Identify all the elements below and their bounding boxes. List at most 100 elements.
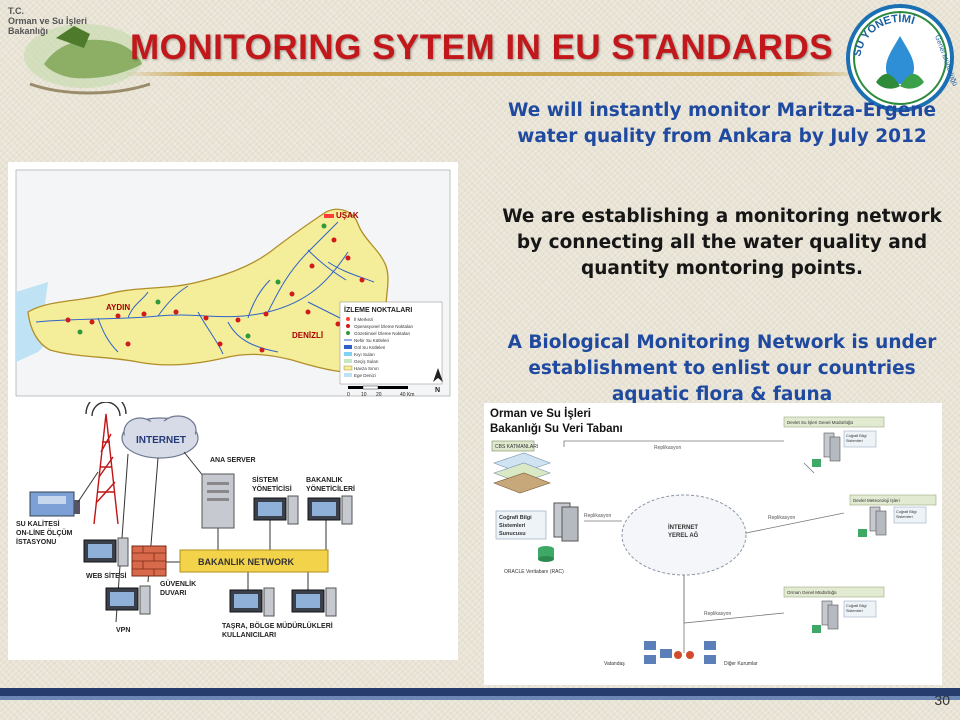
svg-text:0: 0 <box>347 392 350 398</box>
basin-map: UŞAK AYDIN DENİZLİ İZLEME NOKTALARI İl M… <box>8 162 458 402</box>
network-diagram: INTERNET SU KALİTESİ ON-LİNE ÖLÇÜM İSTAS… <box>8 393 458 660</box>
internet-label: INTERNET <box>136 435 186 446</box>
cbs-label: CBS KATMANLARI <box>495 444 538 450</box>
legend-item: İl Merkezi <box>354 316 373 322</box>
web-site-computer-icon <box>83 537 129 567</box>
dmi-node: Devlet Meteoroloji İşleri Coğrafi Bilgi … <box>849 494 937 537</box>
replikasyon-label: Replikasyon <box>654 445 681 451</box>
oracle-database-icon <box>538 546 554 562</box>
vatandas-label: Vatandaş <box>604 661 625 667</box>
svg-text:Orman Genel Müdürlüğü: Orman Genel Müdürlüğü <box>787 590 837 595</box>
sistem-label-1: SİSTEM <box>252 476 278 484</box>
city-marker-usak <box>324 214 334 218</box>
gis-layers-icon <box>493 452 551 494</box>
ministry-line3: Bakanlığı <box>8 26 49 36</box>
regional-user-computer-icon <box>291 587 337 617</box>
main-server-icon <box>201 473 235 529</box>
city-usak: UŞAK <box>336 211 359 220</box>
diger-kurumlar-label: Diğer Kurumlar <box>724 661 758 667</box>
svg-text:Sistemleri: Sistemleri <box>896 515 913 519</box>
svg-text:Sunucusu: Sunucusu <box>499 531 526 537</box>
paragraph-realtime-monitoring: We will instantly monitor Maritza-Ergene… <box>507 100 936 147</box>
footer-bar-accent <box>0 696 960 700</box>
replication-lines <box>563 440 845 653</box>
replikasyon-label: Replikasyon <box>704 611 731 617</box>
legend-item: Gözetimsel İzleme Noktaları <box>354 330 410 336</box>
vpn-label: VPN <box>116 627 130 634</box>
web-sitesi-label: WEB SİTESİ <box>86 572 127 580</box>
svg-text:Devlet Meteoroloji İşleri: Devlet Meteoroloji İşleri <box>853 497 900 503</box>
db-title-line1: Orman ve Su İşleri <box>490 407 591 420</box>
svg-text:10: 10 <box>361 392 367 398</box>
replikasyon-label: Replikasyon <box>584 513 611 519</box>
guvenlik-label-1: GÜVENLİK <box>160 579 196 588</box>
bakanlik-computer-icon <box>307 495 353 525</box>
paragraph-biological: A Biological Monitoring Network is under… <box>507 332 937 405</box>
city-denizli: DENİZLİ <box>292 331 323 340</box>
page-title: MONITORING SYTEM IN EU STANDARDS <box>130 28 834 67</box>
db-title-line2: Bakanlığı Su Veri Tabanı <box>490 423 623 435</box>
svg-text:Coğrafi Bilgi: Coğrafi Bilgi <box>499 515 532 521</box>
regional-user-computer-icon <box>229 587 275 617</box>
svg-text:YEREL AĞ: YEREL AĞ <box>668 531 699 539</box>
water-management-logo: SU YÖNETİMİ Genel Müdürlüğü <box>842 2 958 114</box>
svg-text:40 Km: 40 Km <box>400 392 414 398</box>
map-legend: İZLEME NOKTALARI İl Merkezi Operasyonel … <box>339 301 443 385</box>
ministry-line1: T.C. <box>8 6 25 16</box>
ministry-logo: T.C. Orman ve Su İşleri Bakanlığı <box>4 4 154 95</box>
legend-item: Nehir Su Kütleleri <box>354 338 389 343</box>
monitoring-points <box>65 237 365 353</box>
oracle-rac-label: ORACLE Veritabanı (RAC) <box>504 569 564 575</box>
svg-text:Sistemleri: Sistemleri <box>846 609 863 613</box>
svg-text:20: 20 <box>376 392 382 398</box>
footer-bar <box>0 688 960 696</box>
svg-text:Coğrafi Bilgi: Coğrafi Bilgi <box>846 604 867 608</box>
tasra-label-2: KULLANICILARI <box>222 632 276 639</box>
guvenlik-label-2: DUVARI <box>160 590 186 597</box>
bakanlik-label-2: YÖNETİCİLERİ <box>306 484 355 493</box>
station-label-1: SU KALİTESİ <box>16 520 60 528</box>
svg-text:N: N <box>435 387 440 394</box>
legend-item: Operasyonel İzleme Noktaları <box>354 323 413 329</box>
svg-text:Coğrafi Bilgi: Coğrafi Bilgi <box>896 510 917 514</box>
ministry-network-bar: BAKANLIK NETWORK <box>179 549 329 573</box>
legend-item: Ege Denizi <box>354 373 376 378</box>
ana-server-label: ANA SERVER <box>210 457 256 464</box>
svg-text:Sistemleri: Sistemleri <box>846 439 863 443</box>
citizen-users-icon <box>644 641 716 664</box>
scale-bar: 0 10 20 40 Km <box>347 385 414 398</box>
bakanlik-label-1: BAKANLIK <box>306 477 343 484</box>
legend-title: İZLEME NOKTALARI <box>344 306 412 314</box>
ministry-line2: Orman ve Su İşleri <box>8 16 88 26</box>
database-diagram: Orman ve Su İşleri Bakanlığı Su Veri Tab… <box>484 403 942 685</box>
sistem-yoneticisi-computer-icon <box>253 495 299 525</box>
legend-item: Havza Sınırı <box>354 366 379 371</box>
svg-text:Sistemleri: Sistemleri <box>499 523 526 529</box>
page-number: 30 <box>934 692 950 708</box>
monitoring-station-icon <box>29 491 80 517</box>
ministry-emblem <box>24 24 151 95</box>
replikasyon-label: Replikasyon <box>768 515 795 521</box>
firewall-icon <box>131 545 167 577</box>
north-arrow-icon: N <box>433 368 443 394</box>
legend-item: Geçiş Suları <box>354 359 379 364</box>
svg-text:Coğrafi Bilgi: Coğrafi Bilgi <box>846 434 867 438</box>
station-label-2: ON-LİNE ÖLÇÜM <box>16 528 73 537</box>
vpn-computer-icon <box>105 585 151 615</box>
legend-item: Kıyı Suları <box>354 352 375 357</box>
svg-text:BAKANLIK NETWORK: BAKANLIK NETWORK <box>198 557 294 567</box>
station-label-3: İSTASYONU <box>16 538 56 546</box>
basin-boundary <box>27 208 391 374</box>
tasra-label-1: TAŞRA, BÖLGE MÜDÜRLÜKLERİ <box>222 621 333 630</box>
ogm-node: Orman Genel Müdürlüğü Coğrafi Bilgi Sist… <box>783 586 885 633</box>
local-network-cloud-icon: İNTERNET YEREL AĞ <box>621 494 747 576</box>
title-underline <box>124 72 864 76</box>
gis-server-icon <box>553 502 579 542</box>
legend-item: Göl Su Kütleleri <box>354 345 385 350</box>
svg-text:İNTERNET: İNTERNET <box>668 524 698 531</box>
city-aydin: AYDIN <box>106 303 130 312</box>
internet-cloud-icon: INTERNET <box>121 415 199 459</box>
dsi-node: Devlet Su İşleri Genel Müdürlüğü Coğrafi… <box>783 416 885 467</box>
svg-text:Devlet Su İşleri Genel Müdürlü: Devlet Su İşleri Genel Müdürlüğü <box>787 419 854 425</box>
sistem-label-2: YÖNETİCİSİ <box>252 484 292 493</box>
